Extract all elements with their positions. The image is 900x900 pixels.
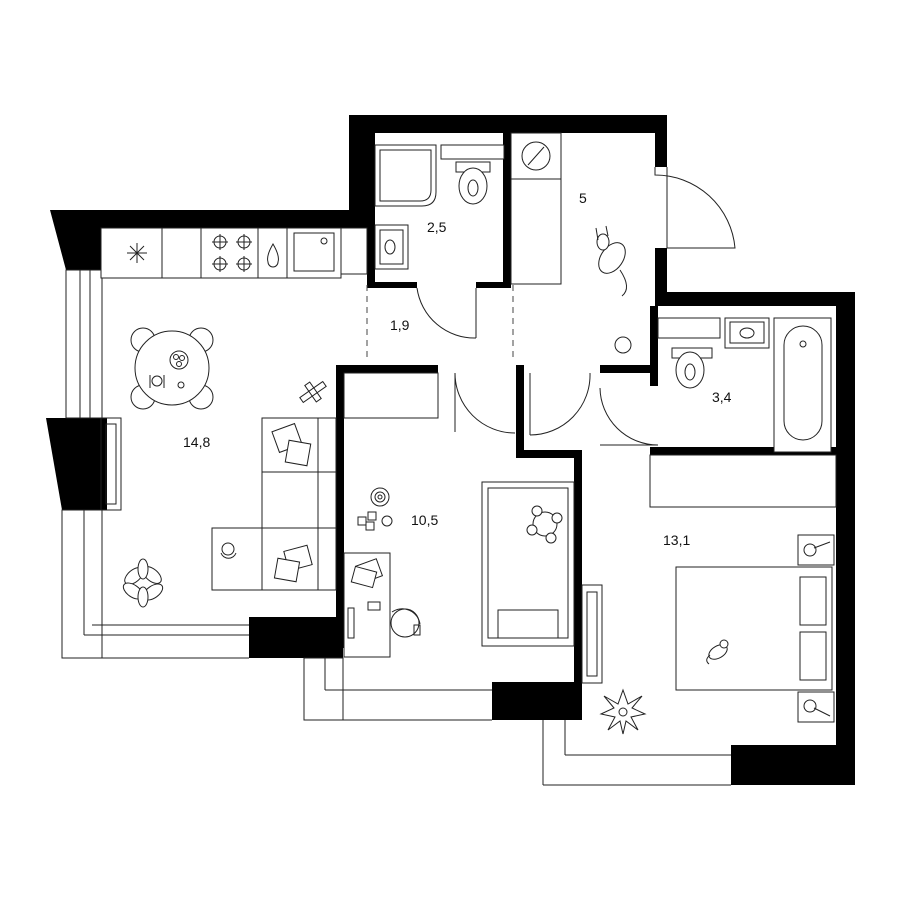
room-area-bathroom-large: 3,4 <box>712 389 732 405</box>
water-drop-icon <box>267 243 279 268</box>
walls <box>46 115 855 785</box>
cabinet <box>440 144 505 160</box>
windows <box>61 269 731 786</box>
nightstand <box>797 534 835 723</box>
shelf <box>343 372 439 419</box>
wardrobe <box>649 454 837 508</box>
washing-machine-icon <box>510 132 562 180</box>
toy-icon <box>299 380 327 404</box>
room-area-bedroom-large: 13,1 <box>663 532 690 548</box>
room-area-hall: 5 <box>579 190 587 206</box>
sink-icon <box>293 232 335 272</box>
bed <box>481 481 575 647</box>
toilet-icon <box>455 161 491 205</box>
wardrobe <box>510 178 562 285</box>
desk <box>343 552 391 658</box>
room-area-corridor: 1,9 <box>390 317 410 333</box>
snowflake-icon <box>127 243 147 263</box>
plant-icon <box>599 688 647 735</box>
doors <box>416 167 736 446</box>
bathtub-icon <box>773 317 832 453</box>
toilet-icon <box>671 347 713 389</box>
toy-icon <box>526 505 563 544</box>
plant-icon <box>122 558 164 608</box>
room-area-bedroom-small: 10,5 <box>411 512 438 528</box>
bowl <box>614 336 632 354</box>
sink-icon <box>374 224 409 270</box>
cat-icon <box>595 225 627 297</box>
sink-icon <box>724 317 770 349</box>
cat-icon <box>706 639 729 665</box>
room-area-living-kitchen: 14,8 <box>183 434 210 450</box>
shower-icon <box>374 144 437 207</box>
desk-chair-icon <box>390 608 421 638</box>
toy-icon <box>357 487 393 531</box>
sofa <box>211 417 337 591</box>
stove-burner-icon <box>212 234 252 272</box>
cabinet <box>657 317 721 339</box>
dining-table-icon <box>130 327 214 410</box>
bed <box>675 566 833 691</box>
room-area-bathroom-small: 2,5 <box>427 219 447 235</box>
